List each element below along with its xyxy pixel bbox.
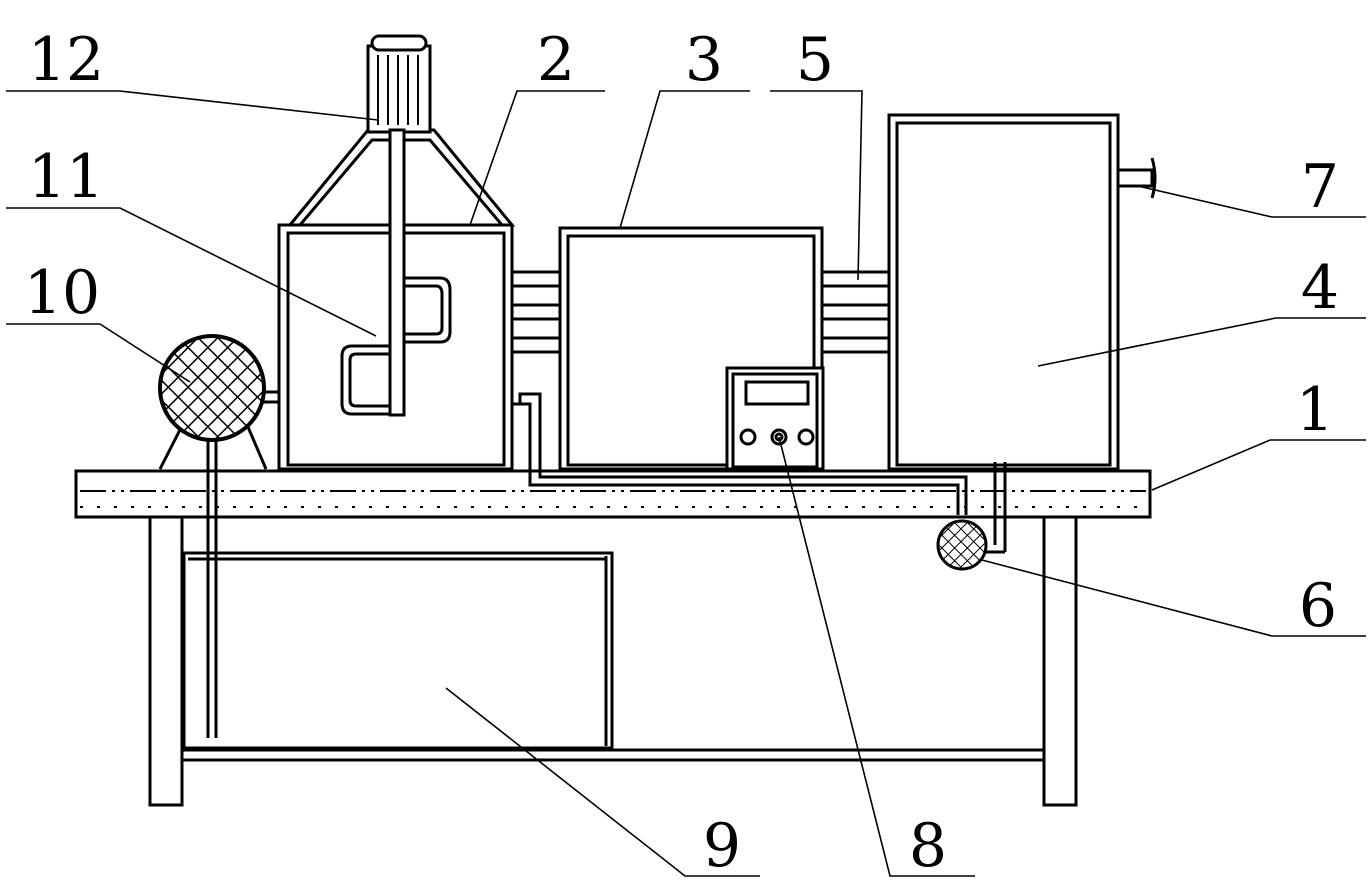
collection-box [182,551,614,750]
leader-6 [981,559,1366,637]
fan-stand-right [243,419,268,470]
leader-2 [469,90,605,226]
leader-8 [778,436,975,877]
motor-cap [370,34,428,52]
leader-9 [445,687,760,877]
connecting-pipes [510,270,892,354]
label-5: 5 [796,25,834,95]
return-pipework [512,392,1007,571]
label-6: 6 [1299,571,1337,641]
table-leg-right [1042,515,1078,807]
leader-lines [6,90,1366,877]
display-screen [744,380,810,406]
mixing-tank [277,34,516,471]
knob-icon [797,428,815,446]
leader-3 [619,90,750,229]
leader-11 [6,207,377,337]
leader-5 [770,90,863,281]
stirrer-blade-lower-inner [348,352,390,408]
table [74,469,1152,807]
label-8: 8 [909,811,947,881]
outlet-tip [1150,157,1157,199]
fan-mesh-icon [158,334,266,442]
label-11: 11 [28,142,104,212]
control-panel [725,366,825,471]
label-4: 4 [1301,253,1339,323]
outlet-pipe [1116,168,1154,188]
settling-tank [887,113,1157,471]
fan-unit [158,334,285,738]
knob-icon [770,428,788,446]
stirrer-blade-upper [404,276,452,344]
label-12: 12 [28,25,104,95]
leader-4 [1037,317,1366,367]
leader-7 [1137,185,1366,218]
stirrer-blade-upper-inner [404,284,444,336]
knob-icon [739,428,757,446]
label-10: 10 [24,258,100,328]
table-top [74,469,1152,519]
label-1: 1 [1296,375,1334,445]
stirrer-blade-lower [340,344,390,416]
leader-10 [6,323,191,383]
part-labels: 12 2 3 5 7 11 4 10 1 6 8 9 [24,25,1339,881]
pump-mesh-icon [936,519,988,571]
label-3: 3 [685,25,723,95]
stirrer-shaft [388,128,406,417]
table-leg-left [148,515,184,807]
leader-1 [1151,439,1366,491]
label-7: 7 [1301,152,1339,222]
label-9: 9 [703,811,741,881]
label-2: 2 [537,25,575,95]
leader-12 [6,90,379,121]
